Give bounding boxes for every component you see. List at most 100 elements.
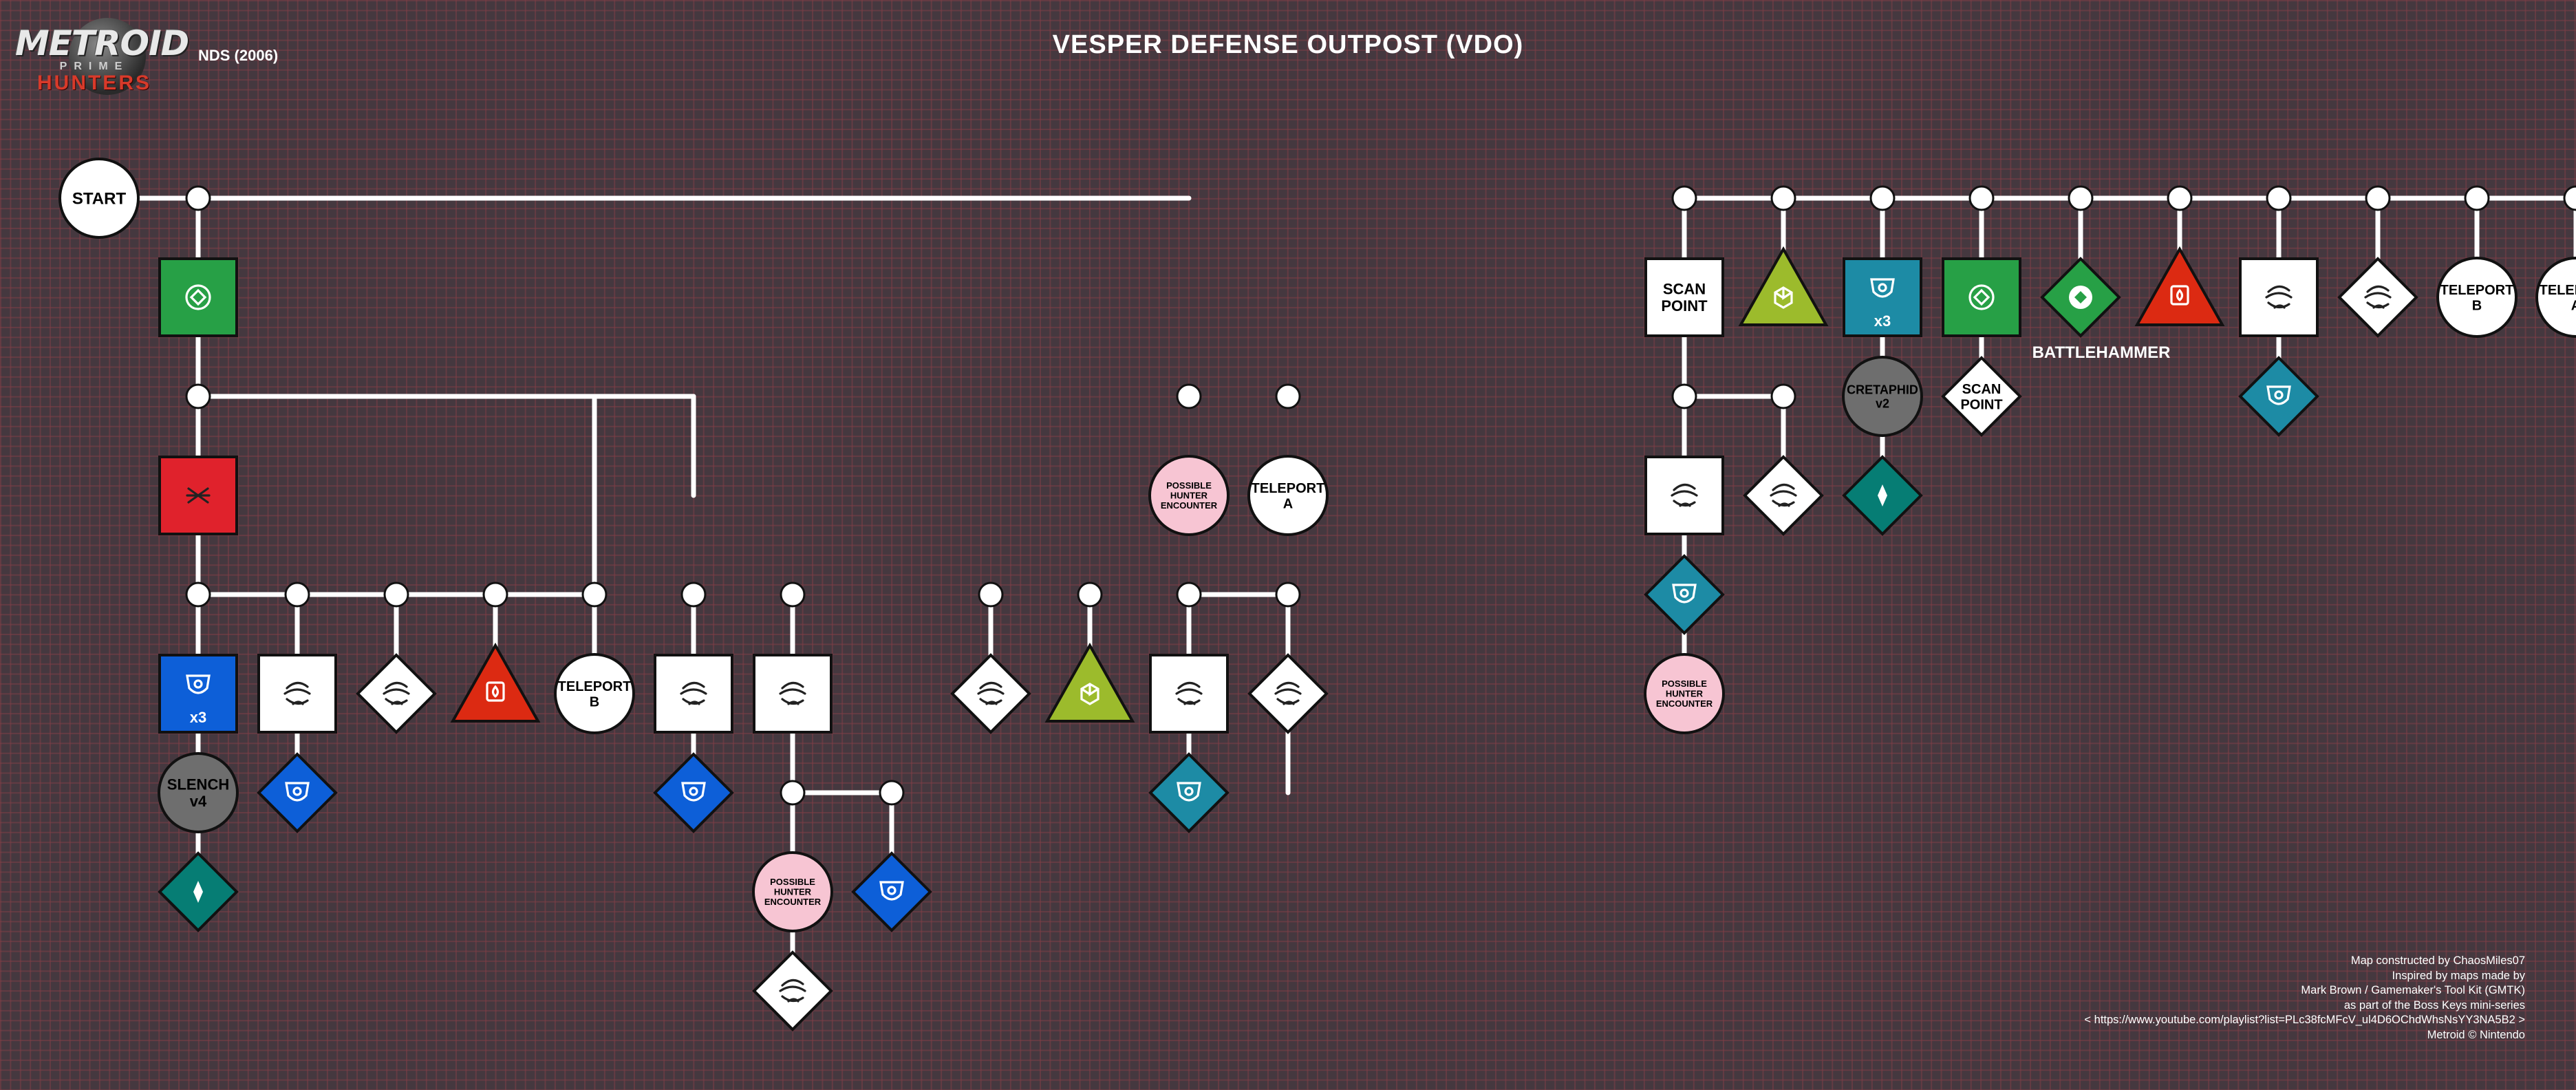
swirl-icon [1274,681,1302,705]
credit-line: as part of the Boss Keys mini-series [2343,998,2525,1012]
teal-shield-node [1644,554,1725,635]
junction-node [2365,185,2391,211]
junction-node [581,581,608,608]
crystal-icon [1878,484,1887,506]
swirl-diamond-node [1247,653,1329,734]
artifact-box-node [257,654,337,734]
credit-line: < https://www.youtube.com/playlist?list=… [2084,1014,2525,1026]
logo-word-2: PRIME [59,61,129,72]
shield-icon [879,881,904,901]
junction-node [185,581,211,608]
swirl-icon [1671,483,1698,507]
x3-label: x3 [1874,312,1891,330]
swirl-diamond-node [752,950,833,1032]
swirl-diamond-node [356,653,437,734]
junction-node [1275,581,1301,608]
teal-shield-node [2238,356,2319,437]
swirl-icon [779,681,806,705]
logo-word-1: METROID [15,23,189,63]
shield-icon [681,782,706,802]
artifact-box-node [1149,654,1229,734]
junction-node [284,581,310,608]
shield-icon [1870,278,1895,298]
swirl-icon [383,681,410,705]
junction-node [1176,581,1202,608]
teal-shield-node [1148,752,1230,833]
start-node: START [58,158,140,239]
swirl-icon [977,681,1005,705]
junction-node [1869,185,1896,211]
junction-node [185,185,211,211]
junction-node [780,780,806,806]
junction-node [780,581,806,608]
junction-node [1176,383,1202,409]
swirl-icon [1175,681,1203,705]
flame-icon [486,681,505,702]
green-warning-node [1738,246,1829,326]
shield-icon [1177,782,1201,802]
flame-icon [2170,285,2189,306]
junction-node [1671,185,1697,211]
junction-node [482,581,508,608]
teal-shield-x3-node: x3 [1843,257,1922,337]
credit-line: Inspired by maps made by [2392,969,2525,982]
platform-label: NDS (2006) [198,47,279,64]
blue-shield-node [851,851,932,932]
junction-node [2563,185,2576,211]
cube-icon [1080,683,1099,705]
green-door-node [158,257,238,337]
credits-block: Map constructed by ChaosMiles07 Inspired… [1699,954,2525,1043]
artifact-box-node [2239,257,2319,337]
emblem-icon [185,284,211,310]
green-warning-node [1044,642,1135,723]
energy-crystal-node [158,851,239,932]
junction-node [1968,185,1995,211]
blue-shield-x3-node: x3 [158,654,238,734]
swirl-icon [2265,285,2293,309]
x3-label: x3 [190,709,206,726]
swirl-diamond-node [2337,257,2418,338]
map-title: VESPER DEFENSE OUTPOST (VDO) [1052,30,1524,59]
blue-shield-node [257,752,338,833]
blue-shield-node [653,752,734,833]
junction-node [2068,185,2094,211]
junction-node [879,780,905,806]
junction-node [2464,185,2490,211]
swirl-icon [1770,483,1797,507]
cube-icon [1774,286,1793,309]
green-door-node [1942,257,2021,337]
junction-node [383,581,409,608]
swirl-icon [779,979,806,1003]
crystal-icon [193,881,203,903]
swirl-icon [2364,285,2392,309]
red-warning-node [450,642,541,723]
shield-icon [1672,584,1697,603]
junction-node [1275,383,1301,409]
battlehammer-node [2040,257,2121,338]
junction-node [2167,185,2193,211]
start-label: START [72,190,127,209]
emblem-icon [1968,284,1995,310]
logo-word-3: HUNTERS [36,72,151,94]
junction-node [185,383,211,409]
swirl-diamond-node [1743,455,1824,536]
artifact-box-node [654,654,733,734]
swirl-diamond-node [950,653,1031,734]
game-logo: METROID PRIME HUNTERS [15,12,189,95]
junction-node [1671,383,1697,409]
